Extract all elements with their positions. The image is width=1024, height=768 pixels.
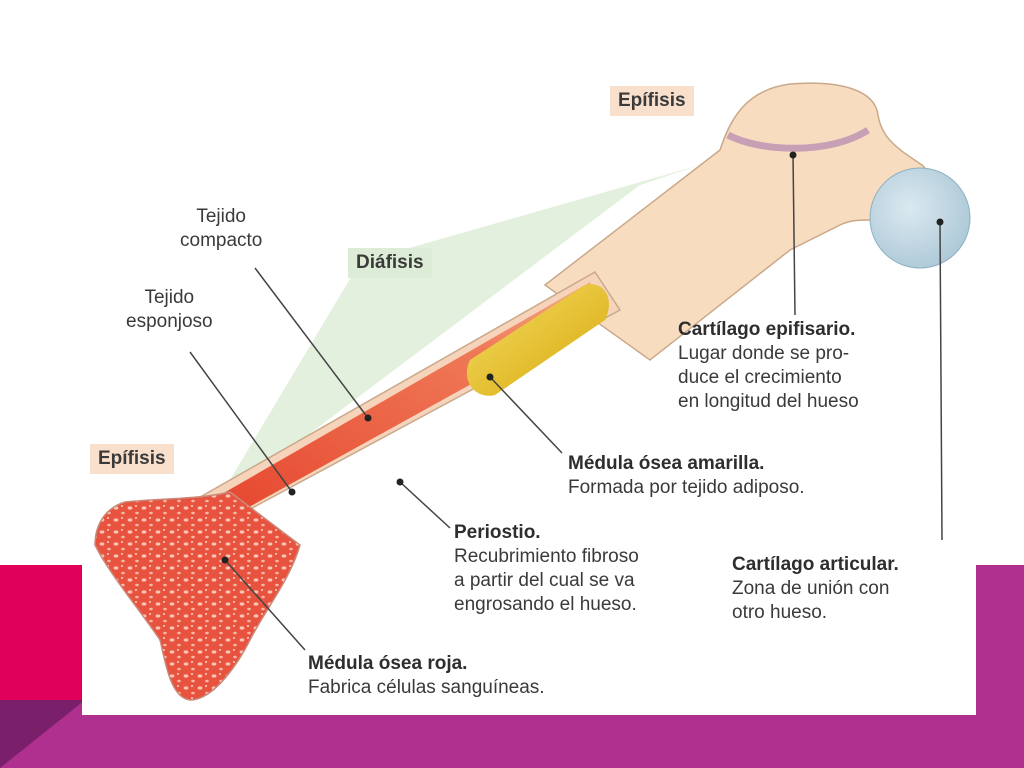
label-cartilago-articular: Cartílago articular. Zona de unión con o… xyxy=(732,553,899,625)
medula-amarilla-line1: Formada por tejido adiposo. xyxy=(568,477,805,498)
dot-tejido-esponjoso xyxy=(288,488,296,496)
medula-roja-title: Médula ósea roja. xyxy=(308,653,468,674)
yellow-marrow xyxy=(466,284,609,396)
purple-band-right xyxy=(975,565,1024,768)
leader-periostio xyxy=(399,481,451,529)
dot-cartilago-epifisario xyxy=(789,151,797,159)
periostio-line2: a partir del cual se va xyxy=(454,570,635,591)
tejido-esponjoso-line2: esponjoso xyxy=(126,311,213,332)
dot-medula-amarilla xyxy=(486,373,494,381)
cartilago-articular-title: Cartílago articular. xyxy=(732,554,899,575)
cartilago-articular-line1: Zona de unión con xyxy=(732,578,890,599)
label-epifisis-left: Epífisis xyxy=(90,444,174,474)
medula-roja-line1: Fabrica células sanguíneas. xyxy=(308,677,545,698)
label-diafisis: Diáfisis xyxy=(348,248,432,278)
label-periostio: Periostio. Recubrimiento fibroso a parti… xyxy=(454,521,639,617)
leader-tejido-compacto xyxy=(254,267,369,419)
cartilago-epifisario-title: Cartílago epifisario. xyxy=(678,319,856,340)
leader-medula-roja xyxy=(224,559,306,651)
periostio-line3: engrosando el hueso. xyxy=(454,594,637,615)
cartilago-epifisario-line2: duce el crecimiento xyxy=(678,367,842,388)
dot-medula-roja xyxy=(221,556,229,564)
cartilago-articular-line2: otro hueso. xyxy=(732,602,828,623)
dot-cartilago-articular xyxy=(936,218,944,226)
label-epifisis-top: Epífisis xyxy=(610,86,694,116)
label-tejido-esponjoso: Tejido esponjoso xyxy=(126,286,213,334)
dot-periostio xyxy=(396,478,404,486)
purple-band-bottom-right xyxy=(365,715,976,768)
label-medula-roja: Médula ósea roja. Fabrica células sanguí… xyxy=(308,652,545,700)
leader-medula-amarilla xyxy=(489,376,563,454)
articular-cartilage-head xyxy=(869,167,971,269)
dark-purple-triangle xyxy=(0,700,85,768)
leader-cartilago-articular xyxy=(939,221,943,541)
cartilago-epifisario-line1: Lugar donde se pro- xyxy=(678,343,850,364)
epiphyseal-cartilage-line xyxy=(726,127,870,152)
cartilago-epifisario-line3: en longitud del hueso xyxy=(678,391,859,412)
label-medula-amarilla: Médula ósea amarilla. Formada por tejido… xyxy=(568,452,805,500)
leader-tejido-esponjoso xyxy=(189,351,293,493)
periostio-line1: Recubrimiento fibroso xyxy=(454,546,639,567)
distal-epiphysis-spongy-bone xyxy=(94,491,301,701)
label-cartilago-epifisario: Cartílago epifisario. Lugar donde se pro… xyxy=(678,318,859,414)
tejido-compacto-line2: compacto xyxy=(180,230,263,251)
medula-amarilla-title: Médula ósea amarilla. xyxy=(568,453,765,474)
dot-tejido-compacto xyxy=(364,414,372,422)
periostio-title: Periostio. xyxy=(454,522,541,543)
tejido-compacto-line1: Tejido xyxy=(196,206,247,227)
label-tejido-compacto: Tejido compacto xyxy=(180,205,262,253)
leader-cartilago-epifisario xyxy=(792,154,796,316)
tejido-esponjoso-line1: Tejido xyxy=(144,287,195,308)
